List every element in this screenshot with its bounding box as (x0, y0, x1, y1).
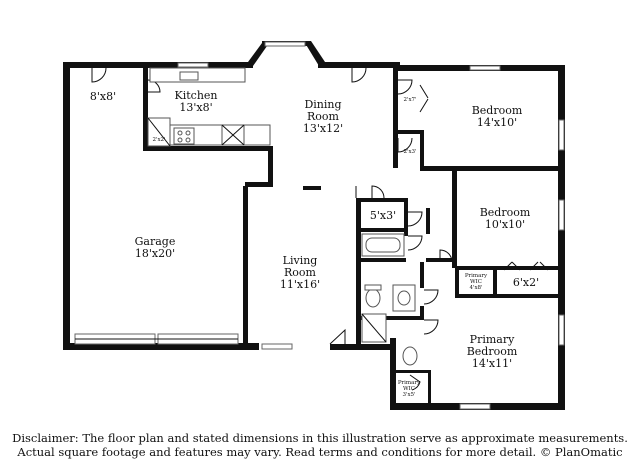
primary-wic-a-dims: 4'x8' (469, 285, 482, 291)
living-name-1: Living (283, 254, 318, 267)
closet-2x7-dims: 2'x7' (403, 97, 416, 103)
kitchen-dims: 13'x8' (179, 101, 212, 114)
dining-name-2: Room (307, 110, 340, 123)
disclaimer-line-2: Actual square footage and features may v… (16, 445, 622, 459)
windows (74, 41, 565, 410)
primary-wic-a-name-2: WIC (470, 279, 482, 285)
primary-bedroom-name-1: Primary (470, 333, 515, 346)
bedroom-1-name: Bedroom (472, 104, 523, 117)
bath-5x3-dims: 5'x3' (370, 209, 396, 222)
living-dims: 11'x16' (280, 278, 320, 291)
primary-bedroom-name-2: Bedroom (467, 345, 518, 358)
disclaimer-line-1: Disclaimer: The floor plan and stated di… (12, 431, 628, 445)
primary-bedroom-dims: 14'x11' (472, 357, 512, 370)
bedroom-2-dims: 10'x10' (485, 218, 525, 231)
interior-walls (143, 68, 558, 404)
dining-dims: 13'x12' (303, 122, 343, 135)
primary-wic-b-dims: 3'x5' (402, 392, 415, 398)
living-name-2: Room (284, 266, 317, 279)
fixtures (147, 67, 418, 366)
bedroom-2-name: Bedroom (480, 206, 531, 219)
bedroom-1-dims: 14'x10' (477, 116, 517, 129)
garage-dims: 18'x20' (135, 247, 175, 260)
closet-2x3-dims: 2'x3' (403, 149, 416, 155)
closet-2x2-dims: 2'x2' (152, 137, 165, 143)
kitchen-name: Kitchen (175, 89, 218, 102)
room-labels: 8'x8' Kitchen 13'x8' Dining Room 13'x12'… (90, 89, 539, 398)
doors (91, 67, 549, 391)
primary-wic-b-name-2: WIC (403, 386, 415, 392)
dining-name-1: Dining (304, 98, 341, 111)
closet-6x2-dims: 6'x2' (513, 276, 539, 289)
entry-dims: 8'x8' (90, 90, 116, 103)
primary-wic-b-name-1: Primary (398, 380, 421, 386)
primary-wic-a-name-1: Primary (465, 273, 488, 279)
garage-name: Garage (135, 235, 176, 248)
